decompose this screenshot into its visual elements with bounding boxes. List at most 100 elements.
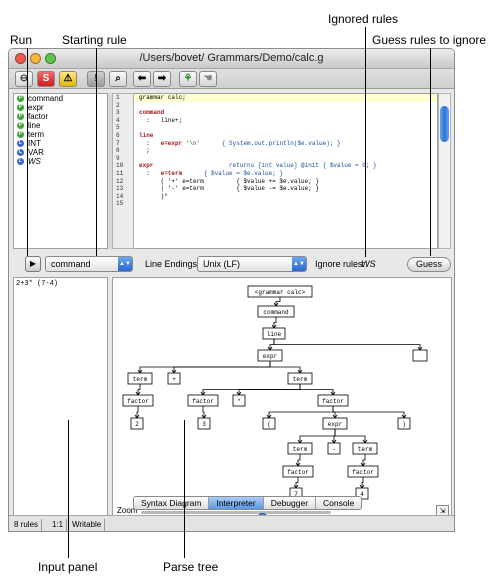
rule-name: line	[139, 131, 154, 139]
editor-scrollbar[interactable]	[438, 93, 451, 249]
close-button[interactable]	[15, 53, 26, 64]
pointer-parse-tree	[184, 420, 185, 558]
tree-node-minus[interactable]: -	[327, 442, 341, 455]
tree-node-plus[interactable]: +	[167, 372, 181, 385]
run-button[interactable]: ▶	[25, 256, 41, 272]
back-arrow-icon[interactable]: ⬅	[133, 71, 151, 87]
syntax-check-button[interactable]: ⊖	[15, 71, 33, 87]
scroll-thumb[interactable]	[440, 106, 449, 142]
start-rule-popup[interactable]: command▲▼	[45, 256, 133, 272]
status-bar: 8 rules 1:1 Writable	[9, 515, 454, 531]
pointer-guess	[430, 48, 431, 256]
tree-node-factor1[interactable]: factor	[122, 394, 154, 407]
minimize-button[interactable]	[30, 53, 41, 64]
tree-node-rparen[interactable]: )	[397, 417, 411, 430]
line-number: 12	[116, 177, 124, 185]
title-bar: /Users/bovet/ Grammars/Demo/calc.g	[9, 49, 454, 69]
tree-edge	[238, 384, 301, 395]
stop-button[interactable]: S	[37, 71, 55, 87]
code-line: : e=term { $value = $e.value; }	[134, 170, 437, 178]
tab-syntax-diagram[interactable]: Syntax Diagram	[134, 497, 210, 509]
search-icon[interactable]: ⌕	[109, 71, 127, 87]
tree-node-label: 4	[360, 491, 364, 498]
start-rule-value: command	[51, 259, 91, 269]
main-window: /Users/bovet/ Grammars/Demo/calc.g ⊖ S ⚠…	[8, 48, 455, 532]
toolbar: ⊖ S ⚠ ! ⌕ ⬅ ➡ ⚘ ☚	[9, 69, 454, 89]
tree-node-term3[interactable]: term	[287, 442, 313, 455]
tree-node-command[interactable]: command	[257, 305, 295, 318]
tree-node-term2[interactable]: term	[287, 372, 313, 385]
tree-node-label: expr	[263, 353, 278, 360]
tree-node-expr2[interactable]: expr	[322, 417, 348, 430]
tree-node-root[interactable]: <grammar calc>	[247, 285, 313, 298]
line-number: 6	[116, 131, 120, 139]
tree-node-term1[interactable]: term	[127, 372, 153, 385]
code-line: command	[134, 109, 437, 117]
tree-node-line[interactable]: line	[262, 327, 286, 340]
pointer-ignored-rules	[365, 27, 366, 257]
line-number: 3	[116, 109, 120, 117]
lexer-rule-icon: L	[17, 140, 24, 147]
tree-node-label: *	[237, 398, 241, 405]
parser-rule-icon: P	[17, 113, 24, 120]
tree-edge	[136, 406, 139, 418]
code-line: : e=expr '\n' { System.out.println($e.va…	[134, 140, 437, 148]
grammar-editor[interactable]: grammar calc; command : line+; line : e=…	[134, 93, 438, 249]
tree-node-label: factor	[127, 398, 149, 405]
zoom-slider[interactable]	[141, 511, 331, 524]
tree-node-term4[interactable]: term	[352, 442, 378, 455]
code-line	[134, 155, 437, 163]
code-action: returns [int value] @init { $value = 0; …	[153, 162, 377, 170]
code-line: line	[134, 132, 437, 140]
parser-rule-icon: P	[17, 95, 24, 102]
tree-node-label: +	[172, 376, 176, 383]
split-handle[interactable]	[108, 93, 112, 249]
tab-debugger[interactable]: Debugger	[263, 497, 317, 509]
warning-button[interactable]: ⚠	[59, 71, 77, 87]
parser-rule-icon: P	[17, 104, 24, 111]
line-number: 4	[116, 116, 120, 124]
tree-node-factor3[interactable]: factor	[317, 394, 349, 407]
tree-node-label: term	[133, 376, 148, 383]
input-text: 2+3* (7-4)	[16, 280, 59, 288]
tree-node-label: factor	[192, 398, 214, 405]
tree-node-empty[interactable]	[412, 349, 428, 362]
forward-arrow-icon[interactable]: ➡	[153, 71, 171, 87]
tree-icon[interactable]: ⚘	[179, 71, 197, 87]
rule-name: command	[139, 109, 165, 117]
tree-node-mul[interactable]: *	[232, 394, 246, 407]
rule-label: INT	[28, 139, 41, 148]
tab-interpreter[interactable]: Interpreter	[209, 497, 264, 509]
input-panel[interactable]: 2+3* (7-4)	[13, 277, 108, 521]
line-number: 10	[116, 162, 124, 170]
tree-node-factor4[interactable]: factor	[282, 465, 314, 478]
cursor-position: 1:1	[49, 519, 68, 531]
tree-node-v3[interactable]: 3	[197, 417, 211, 430]
tree-node-factor2[interactable]: factor	[187, 394, 219, 407]
tree-node-label: factor	[352, 469, 374, 476]
tree-node-label: -	[332, 446, 336, 453]
guess-button[interactable]: Guess	[407, 257, 451, 272]
line-endings-value: Unix (LF)	[203, 259, 241, 269]
tree-node-factor5[interactable]: factor	[347, 465, 379, 478]
line-endings-popup[interactable]: Unix (LF)▲▼	[197, 256, 307, 272]
zoom-button[interactable]	[45, 53, 56, 64]
tree-node-v2[interactable]: 2	[130, 417, 144, 430]
tree-node-lparen[interactable]: (	[262, 417, 276, 430]
line-number: 14	[116, 192, 124, 200]
parser-rule-icon: P	[17, 122, 24, 129]
rule-label: command	[28, 94, 64, 103]
tree-node-label: <grammar calc>	[255, 289, 306, 296]
rule-item-int[interactable]: L INT	[14, 139, 107, 148]
tree-node-expr[interactable]: expr	[257, 349, 283, 362]
tab-console[interactable]: Console	[316, 497, 362, 509]
hand-icon[interactable]: ☚	[199, 71, 217, 87]
ignore-rules-label: Ignore rules:	[315, 259, 366, 269]
